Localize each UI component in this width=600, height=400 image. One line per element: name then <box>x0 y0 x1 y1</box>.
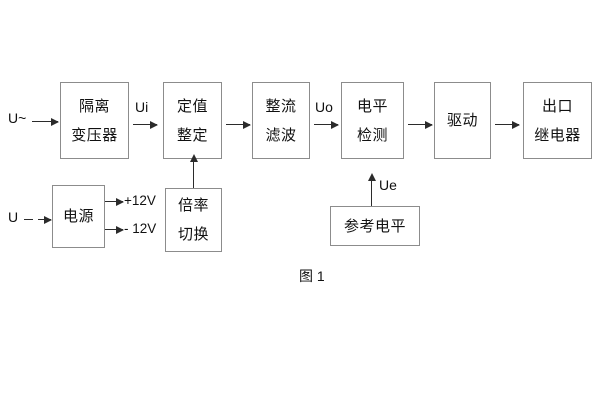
block-level-detection-line-1: 电平 <box>356 97 388 115</box>
block-output-relay-line-1: 出口 <box>541 97 573 115</box>
signal-ue-label: Ue <box>379 177 397 193</box>
block-multiplier-switch-line-2: 切换 <box>177 226 209 243</box>
input-ac-label: U~ <box>8 110 27 126</box>
block-isolation-transformer-line-2: 变压器 <box>71 126 118 144</box>
rail-positive-label: +12V <box>124 193 156 208</box>
block-reference-level: 参考电平 <box>330 206 420 246</box>
block-drive-line-1: 驱动 <box>446 112 478 129</box>
block-level-detection: 电平 检测 <box>341 82 404 159</box>
arrow-level-detection-to-drive <box>408 120 433 129</box>
lead-dash-input-dc <box>24 219 33 220</box>
block-output-relay: 出口 继电器 <box>523 82 592 159</box>
block-level-detection-line-2: 检测 <box>356 126 388 144</box>
input-dc-label: U <box>8 209 19 225</box>
arrow-isolation-transformer-to-setting-value <box>133 120 158 129</box>
arrow-drive-to-output-relay <box>495 120 520 129</box>
arrow-reference-level-to-level-detection <box>367 173 376 206</box>
block-isolation-transformer-line-1: 隔离 <box>78 97 110 115</box>
signal-uo-label: Uo <box>315 99 333 115</box>
arrow-rectify-filter-to-level-detection <box>314 120 339 129</box>
rail-negative-label: - 12V <box>124 221 157 236</box>
arrow-input-dc-to-power-supply <box>38 215 52 224</box>
block-setting-value-line-1: 定值 <box>176 97 208 115</box>
block-rectify-filter-line-2: 滤波 <box>265 126 297 144</box>
arrow-rail-positive <box>105 197 124 206</box>
figure-caption: 图 1 <box>299 268 325 284</box>
arrow-setting-value-to-rectify-filter <box>226 120 251 129</box>
block-multiplier-switch: 倍率 切换 <box>165 188 222 252</box>
signal-ui-label: Ui <box>135 99 149 115</box>
block-power-supply: 电源 <box>52 185 105 248</box>
block-rectify-filter: 整流 滤波 <box>252 82 310 159</box>
block-reference-level-line-1: 参考电平 <box>343 217 406 235</box>
block-setting-value-line-2: 整定 <box>176 126 208 144</box>
block-multiplier-switch-line-1: 倍率 <box>177 197 209 214</box>
block-power-supply-line-1: 电源 <box>62 208 94 225</box>
block-drive: 驱动 <box>434 82 491 159</box>
arrow-multiplier-switch-to-setting-value <box>189 154 198 188</box>
block-setting-value: 定值 整定 <box>163 82 222 159</box>
block-rectify-filter-line-1: 整流 <box>265 97 297 115</box>
arrow-input-ac-to-isolation-transformer <box>32 117 59 126</box>
block-output-relay-line-2: 继电器 <box>534 126 581 144</box>
block-isolation-transformer: 隔离 变压器 <box>60 82 129 159</box>
arrow-rail-negative <box>105 225 124 234</box>
